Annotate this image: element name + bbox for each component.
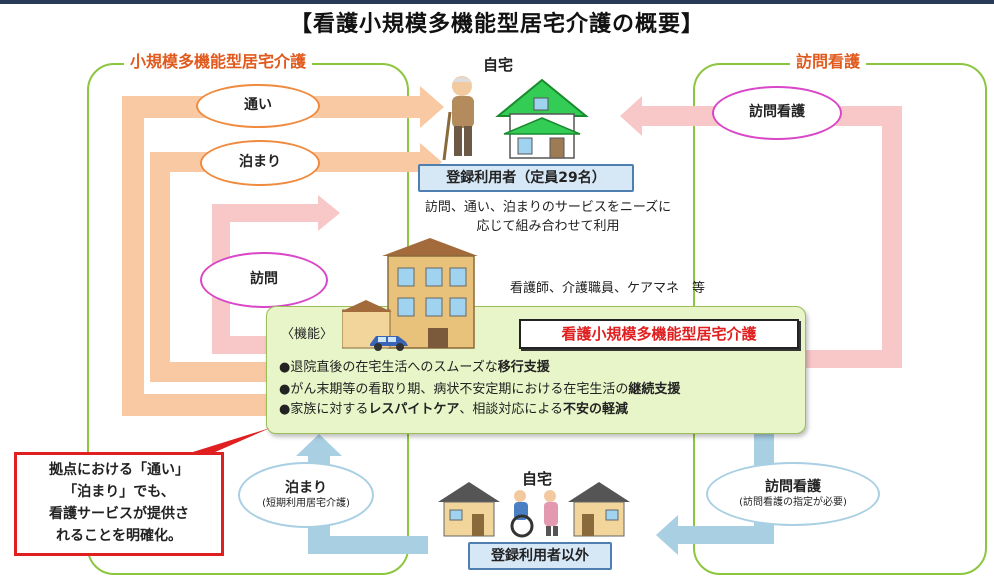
function-bullet-2: ●がん末期等の看取り期、病状不安定期における在宅生活の継続支援 [279, 382, 681, 397]
house-icon [495, 78, 589, 159]
home-top-label: 自宅 [482, 56, 513, 74]
house-icon [568, 482, 630, 537]
callout-line3: 看護サービスが提供さ [49, 506, 189, 522]
wheelchair-person-icon [510, 490, 558, 538]
non-registered-users-label: 登録利用者以外 [468, 542, 612, 570]
houmon-kango-bottom-label: 訪問看護 [765, 479, 821, 495]
combination-note-line1: 訪問、通い、泊まりのサービスをニーズに [424, 200, 672, 215]
facility-building-icon [342, 238, 478, 349]
callout-box: 拠点における「通い」 「泊まり」でも、 看護サービスが提供さ れることを明確化。 [14, 452, 224, 556]
function-bullet-1: ●退院直後の在宅生活へのスムーズな移行支援 [279, 360, 550, 375]
tomari-label: 泊まり [239, 154, 281, 171]
left-panel-title: 小規模多機能型居宅介護 [124, 52, 313, 72]
houmon-oval: 訪問 [200, 252, 328, 308]
tomari-short-label: 泊まり [285, 480, 327, 496]
house-icon [438, 482, 500, 537]
right-panel-title: 訪問看護 [790, 52, 867, 72]
callout-line1: 拠点における「通い」 [49, 462, 189, 478]
callout-line2: 「泊まり」でも、 [63, 484, 175, 500]
registered-users-label: 登録利用者（定員29名） [418, 164, 634, 192]
tomari-oval: 泊まり [200, 140, 320, 186]
kayoi-label: 通い [244, 97, 272, 114]
tomari-short-sub: (短期利用居宅介護) [262, 497, 350, 509]
car-icon [370, 336, 408, 351]
houmon-kango-bottom-oval: 訪問看護(訪問看護の指定が必要) [706, 462, 880, 526]
houmon-kango-oval: 訪問看護 [712, 86, 842, 140]
staff-note: 看護師、介護職員、ケアマネ 等 [510, 281, 706, 296]
home-bottom-label: 自宅 [521, 470, 552, 488]
houmon-kango-bottom-sub: (訪問看護の指定が必要) [739, 496, 847, 508]
kayoi-oval: 通い [196, 84, 320, 128]
tomari-short-oval: 泊まり(短期利用居宅介護) [238, 462, 374, 528]
houmon-kango-label: 訪問看護 [749, 104, 805, 121]
page-title: 【看護小規模多機能型居宅介護の概要】 [289, 12, 704, 37]
function-bullet-3: ●家族に対するレスパイトケア、相談対応による不安の軽減 [279, 402, 628, 417]
houmon-label: 訪問 [250, 271, 278, 288]
combination-note-line2: 応じて組み合わせて利用 [476, 219, 620, 234]
top-bar [0, 0, 994, 4]
function-name: 看護小規模多機能型居宅介護 [519, 319, 799, 349]
callout-line4: れることを明確化。 [56, 528, 182, 544]
function-label: 〈機能〉 [281, 327, 334, 342]
elderly-person-icon [442, 76, 474, 161]
